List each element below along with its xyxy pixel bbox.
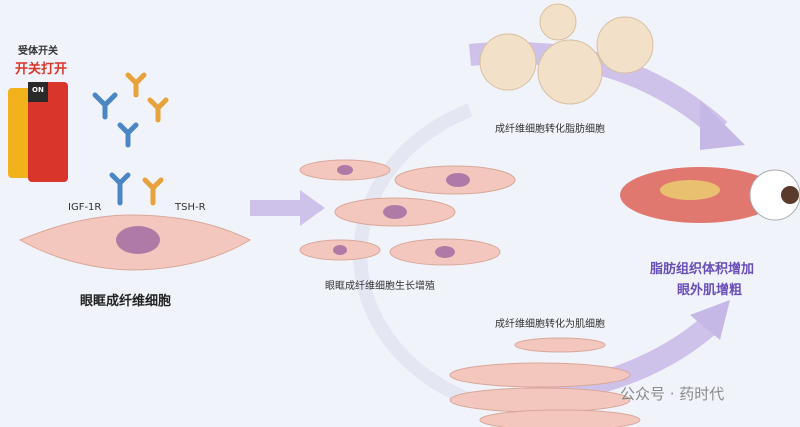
tsh-receptor-label: TSH-R	[175, 202, 206, 213]
switch-state: 开关打开	[15, 62, 68, 77]
fibroblast-label: 眼眶成纤维细胞	[80, 294, 172, 309]
proliferating-cells	[299, 159, 516, 266]
nucleus	[116, 226, 160, 254]
igf-receptor-label: IGF-1R	[68, 202, 102, 213]
switch-caption: 受体开关	[18, 46, 58, 57]
antibody-icons	[92, 72, 169, 206]
eye-illustration	[620, 167, 800, 223]
arrow-head-top	[700, 100, 745, 150]
arrow-right-middle	[250, 190, 325, 226]
watermark: 公众号 · 药时代	[620, 385, 725, 403]
result-line-1: 脂肪组织体积增加	[650, 262, 755, 277]
fat-cells	[479, 3, 654, 105]
arrow-head-bottom	[690, 300, 730, 340]
muscle-conversion-label: 成纤维细胞转化为肌细胞	[495, 319, 605, 330]
switch-tag: ON	[32, 86, 44, 94]
proliferation-label: 眼眶成纤维细胞生长增殖	[325, 281, 435, 292]
switch-icon	[8, 82, 68, 182]
muscle-cells	[449, 337, 641, 427]
fat-conversion-label: 成纤维细胞转化脂肪细胞	[495, 124, 605, 135]
result-line-2: 眼外肌增粗	[677, 283, 743, 298]
